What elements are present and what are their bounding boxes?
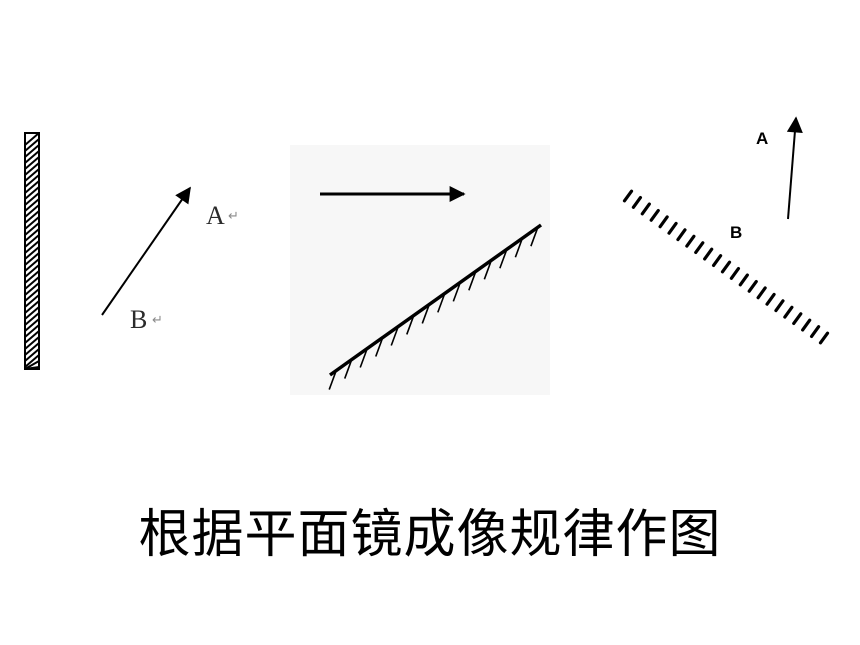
hatch-mark bbox=[421, 304, 431, 324]
hatch-mark bbox=[359, 348, 368, 368]
hatch-mark bbox=[631, 195, 643, 209]
figure-1: A ↵ B ↵ bbox=[24, 132, 239, 370]
hatch-mark bbox=[24, 150, 40, 164]
hatch-mark bbox=[792, 312, 803, 326]
hatch-mark bbox=[649, 208, 660, 222]
hatch-mark bbox=[468, 271, 477, 291]
hatch-mark bbox=[818, 331, 830, 345]
hatch-mark bbox=[406, 315, 415, 335]
hatch-mark bbox=[24, 222, 40, 236]
hatch-mark bbox=[24, 234, 40, 248]
hatch-mark bbox=[667, 221, 678, 235]
hatch-mark bbox=[24, 246, 40, 260]
object-arrow-ab-2 bbox=[786, 116, 803, 220]
hatch-mark bbox=[24, 156, 40, 170]
hatch-mark bbox=[676, 228, 687, 242]
hatch-mark bbox=[530, 226, 539, 247]
hatch-mark bbox=[24, 216, 40, 230]
hatch-mark bbox=[747, 279, 758, 293]
hatch-mark bbox=[801, 318, 812, 332]
hatch-mark bbox=[24, 204, 40, 218]
hatch-mark bbox=[452, 282, 462, 302]
hatch-mark bbox=[24, 276, 40, 290]
caption-title: 根据平面镜成像规律作图 bbox=[138, 505, 722, 565]
hatch-mark bbox=[24, 210, 40, 224]
figure-3: A B bbox=[622, 116, 830, 345]
hatch-mark bbox=[328, 370, 337, 390]
hatch-mark bbox=[694, 241, 705, 255]
hatch-mark bbox=[738, 273, 749, 287]
hatch-mark bbox=[774, 299, 785, 313]
hatch-mark bbox=[24, 312, 40, 326]
hatch-mark bbox=[24, 288, 40, 302]
hatch-mark bbox=[374, 337, 384, 357]
label-b: B bbox=[130, 305, 147, 334]
hatch-mark bbox=[24, 324, 40, 338]
hatch-mark bbox=[514, 237, 524, 258]
hatch-mark bbox=[703, 247, 714, 261]
hatch-mark bbox=[24, 270, 40, 284]
hatch-mark bbox=[483, 260, 493, 280]
hatch-mark bbox=[24, 180, 40, 194]
hatch-mark bbox=[24, 366, 40, 370]
hatch-mark bbox=[720, 260, 732, 274]
label-a: A bbox=[206, 201, 225, 230]
diagonal-mirror bbox=[622, 189, 830, 345]
hatch-mark bbox=[24, 258, 40, 272]
hatch-mark bbox=[729, 266, 741, 280]
figure-2 bbox=[290, 145, 550, 395]
hatch-mark bbox=[809, 325, 821, 339]
hatch-mark bbox=[24, 330, 40, 344]
hatch-mark bbox=[390, 326, 400, 346]
hatch-mark bbox=[24, 138, 40, 152]
hatch-mark bbox=[24, 264, 40, 278]
hatch-mark bbox=[499, 248, 508, 269]
vertical-mirror-hatching bbox=[24, 132, 40, 370]
hatch-mark bbox=[24, 342, 40, 356]
hatch-mark bbox=[24, 318, 40, 332]
hatch-mark bbox=[685, 234, 696, 248]
hatch-mark bbox=[711, 254, 723, 268]
hatch-mark bbox=[24, 144, 40, 158]
figure-2-panel bbox=[290, 145, 550, 395]
hatch-mark bbox=[437, 293, 446, 313]
tilted-mirror-hatching bbox=[328, 226, 539, 390]
return-mark-b: ↵ bbox=[152, 313, 163, 328]
hatch-mark bbox=[24, 282, 40, 296]
hatch-mark bbox=[756, 286, 767, 300]
hatch-mark bbox=[24, 240, 40, 254]
hatch-mark bbox=[24, 294, 40, 308]
hatch-mark bbox=[24, 228, 40, 242]
hatch-mark bbox=[24, 300, 40, 314]
hatch-mark bbox=[24, 336, 40, 350]
hatch-mark bbox=[622, 189, 634, 203]
hatch-mark bbox=[24, 198, 40, 212]
hatch-mark bbox=[24, 306, 40, 320]
hatch-mark bbox=[24, 168, 40, 182]
label-a-2: A bbox=[756, 129, 768, 148]
hatch-mark bbox=[24, 174, 40, 188]
label-b-2: B bbox=[730, 223, 742, 242]
hatch-mark bbox=[640, 202, 651, 216]
hatch-mark bbox=[24, 192, 40, 206]
hatch-mark bbox=[24, 162, 40, 176]
hatch-mark bbox=[24, 132, 40, 146]
object-arrow-ab bbox=[101, 186, 191, 316]
hatch-mark bbox=[24, 186, 40, 200]
hatch-mark bbox=[24, 252, 40, 266]
hatch-mark bbox=[24, 348, 40, 362]
hatch-mark bbox=[343, 359, 353, 379]
return-mark-a: ↵ bbox=[228, 209, 239, 224]
hatch-mark bbox=[783, 305, 794, 319]
hatch-mark bbox=[24, 354, 40, 368]
hatch-mark bbox=[658, 215, 669, 229]
hatch-mark bbox=[765, 292, 776, 306]
